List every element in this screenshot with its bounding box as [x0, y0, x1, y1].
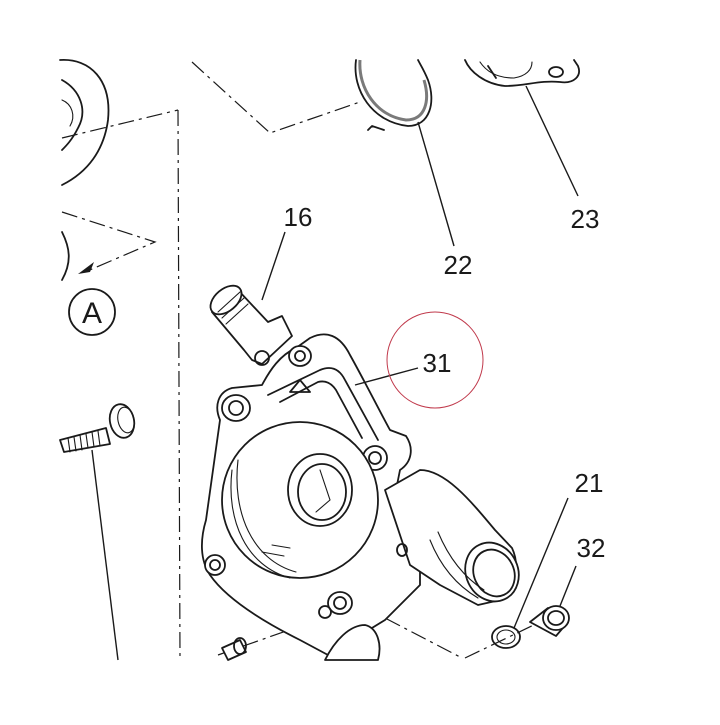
- callout-21: 21: [575, 468, 604, 498]
- plug-32: [529, 605, 570, 637]
- callout-leaders: [261, 85, 579, 629]
- water-pump-housing-31: [201, 333, 520, 661]
- connector-pipe-16: [209, 284, 293, 366]
- callout-16: 16: [284, 202, 313, 232]
- callout-labels: 16 22 23 31 21 32: [284, 202, 606, 563]
- flange-23: [464, 59, 580, 87]
- assembly-guide-lines: [61, 61, 541, 661]
- callout-23: 23: [571, 204, 600, 234]
- view-marker-label: A: [82, 297, 102, 330]
- mounting-bolt: [59, 403, 136, 661]
- engine-block-fragment: [59, 59, 110, 281]
- highlight-circle: [386, 311, 484, 409]
- callout-32: 32: [577, 533, 606, 563]
- direction-arrow-icon: [78, 262, 94, 274]
- o-ring-21: [491, 625, 521, 649]
- seal-ring-22: [354, 59, 433, 131]
- callout-22: 22: [444, 250, 473, 280]
- callout-31: 31: [423, 348, 452, 378]
- view-marker-a: A: [68, 288, 116, 336]
